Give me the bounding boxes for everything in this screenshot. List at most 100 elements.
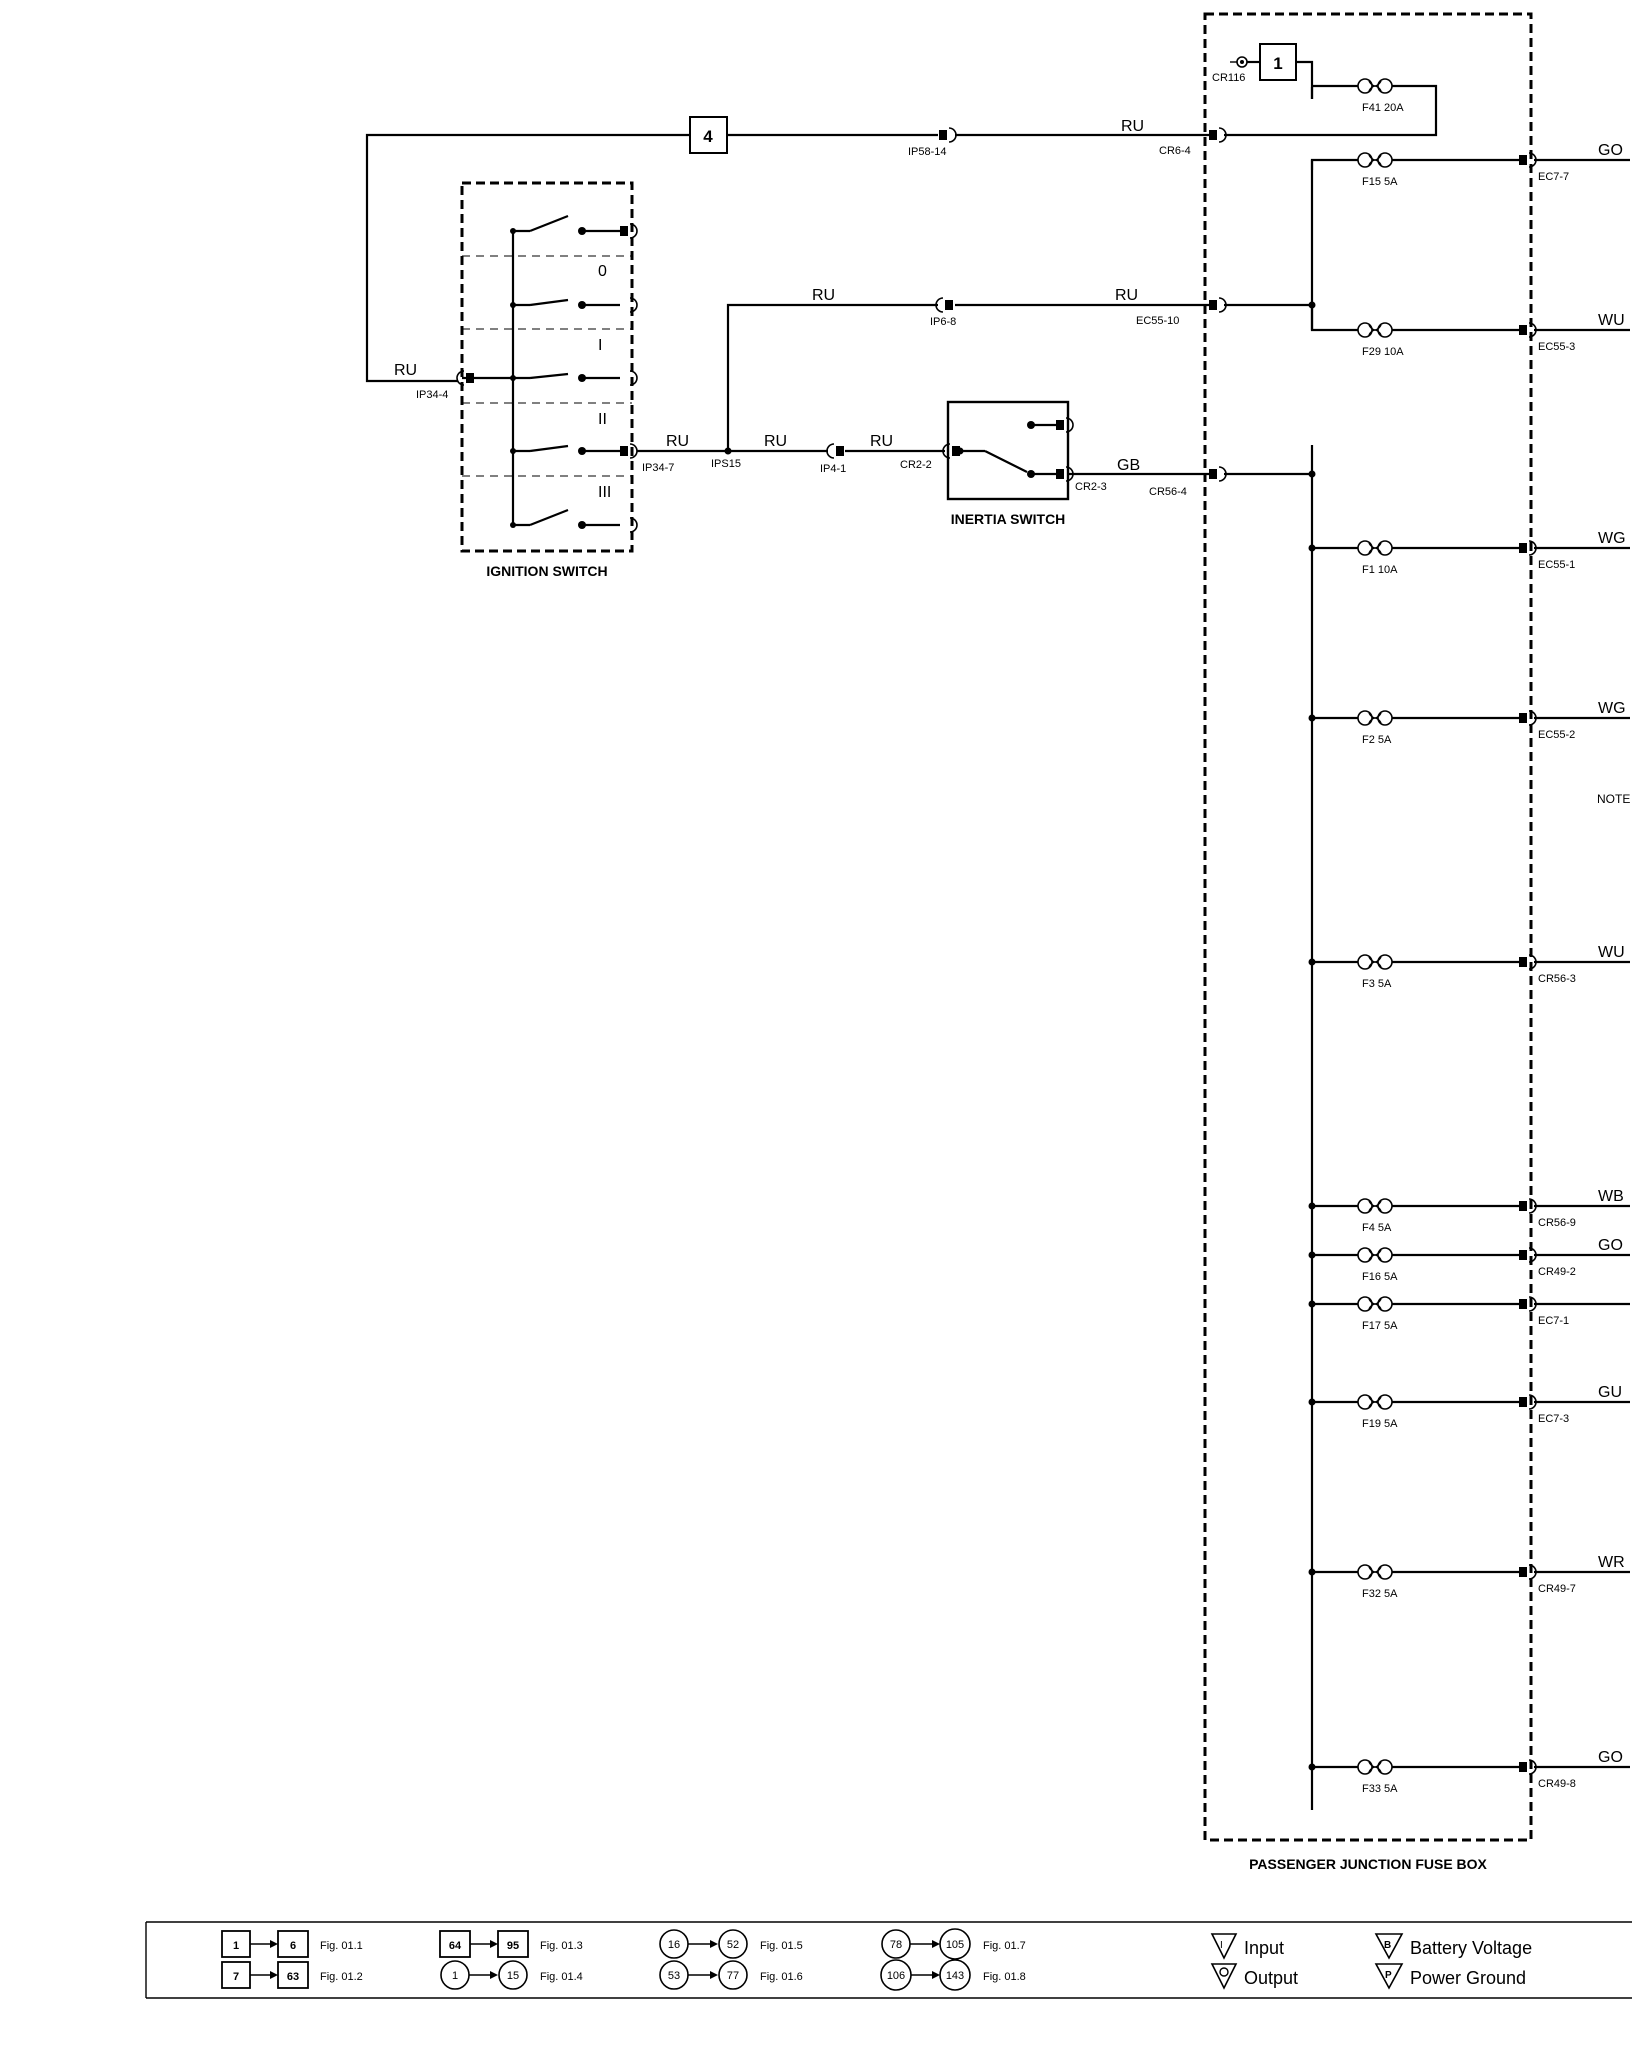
legend-output-text: Output <box>1244 1968 1298 1988</box>
fuses-6-output-text: CR56-9 <box>1538 1217 1576 1229</box>
legend-refs-7-b-text: 143 <box>946 1970 964 1982</box>
legend-power-ground: P Power Ground <box>1374 1963 1526 1990</box>
legend-ref-2: 7 63 Fig. 01.2 <box>221 1961 363 1989</box>
inertia-switch: INERTIA SWITCH CR2-2 CR2-3 GB CR56-4 <box>900 400 1227 527</box>
fuses-4-wire-text: WG <box>1598 700 1626 717</box>
svg-text:I: I <box>1220 1940 1223 1951</box>
legend-refs-2-b-text: 95 <box>507 1940 519 1952</box>
ignition-switch: 0 I II III IGNITION SWITCH IP34-4 <box>416 181 638 579</box>
legend-input: I Input <box>1210 1933 1284 1960</box>
legend-refs-4-fig-text: Fig. 01.5 <box>760 1940 803 1952</box>
fuses-11-wire-text: GO <box>1598 1749 1623 1766</box>
fuses-2-output-text: EC55-3 <box>1538 341 1575 353</box>
battery-voltage-icon <box>1374 1933 1404 1960</box>
legend-ref-6: 53 77 Fig. 01.6 <box>659 1960 803 1990</box>
fuse-f16: F16 5A CR49-2 GO <box>1308 1237 1630 1283</box>
legend-power-ground-text: Power Ground <box>1410 1968 1526 1988</box>
ignition-switch-label: IGNITION SWITCH <box>486 563 607 579</box>
connector-ip34-7: IP34-7 <box>642 462 674 474</box>
wire-label-top: RU <box>1121 118 1144 135</box>
legend-ref-1: 1 6 Fig. 01.1 <box>221 1930 363 1958</box>
fuses-10-wire-text: WR <box>1598 1554 1625 1571</box>
fuses-11-label-text: F33 5A <box>1362 1783 1398 1795</box>
connector-ips15: IPS15 <box>711 458 741 470</box>
legend-ref-4: 1 15 Fig. 01.4 <box>440 1960 583 1990</box>
connector-cr2-3: CR2-3 <box>1075 481 1107 493</box>
switch-pos-3: III <box>598 484 611 501</box>
fuses-6-wire-text: WB <box>1598 1188 1624 1205</box>
fuses-7-label-text: F16 5A <box>1362 1271 1398 1283</box>
legend-refs-4-a-text: 16 <box>668 1939 680 1951</box>
fuses-10-label-text: F32 5A <box>1362 1588 1398 1600</box>
fuse-f19: F19 5A EC7-3 GU <box>1308 1384 1630 1430</box>
legend-output: Output <box>1210 1963 1298 1990</box>
legend-refs-3-fig-text: Fig. 01.4 <box>540 1971 583 1983</box>
fuse-box-label: PASSENGER JUNCTION FUSE BOX <box>1249 1856 1487 1872</box>
connector-ip58-14: IP58-14 <box>908 146 947 158</box>
switch-pos-1: I <box>598 337 602 354</box>
fuses-7-output-text: CR49-2 <box>1538 1266 1576 1278</box>
wire-label-ec55-10: RU <box>1115 287 1138 304</box>
legend-refs-0-fig-text: Fig. 01.1 <box>320 1940 363 1952</box>
legend-refs-5-fig-text: Fig. 01.6 <box>760 1971 803 1983</box>
fuse-f2: F2 5A EC55-2 WG <box>1308 700 1630 746</box>
fuse-f1: F1 10A EC55-1 WG <box>1308 530 1630 576</box>
fuse-label-f41: F41 20A <box>1362 102 1404 114</box>
fuse-f3: F3 5A CR56-3 WU <box>1308 944 1630 990</box>
feed-wires: RU RU RU RU RU IP34-7 IPS15 IP4-1 IP6-8 … <box>637 287 1227 475</box>
connector-cr56-4: CR56-4 <box>1149 486 1187 498</box>
input-icon <box>1210 1933 1238 1960</box>
fuses-3-wire-text: WG <box>1598 530 1626 547</box>
fuses-1-wire-text: GO <box>1598 142 1623 159</box>
fuses-9-output-text: EC7-3 <box>1538 1413 1569 1425</box>
legend-ref-7: 78 105 Fig. 01.7 <box>881 1928 1026 1960</box>
legend-refs-1-fig-text: Fig. 01.2 <box>320 1971 363 1983</box>
fuse-f33: F33 5A CR49-8 GO <box>1308 1749 1630 1795</box>
legend-refs-3-a-text: 1 <box>452 1970 458 1982</box>
legend-refs-1-a-text: 7 <box>233 1971 239 1983</box>
connector-ip4-1: IP4-1 <box>820 463 846 475</box>
top-ref-wire: 4 RU IP58-14 CR6-4 RU <box>365 116 1227 383</box>
legend-battery-voltage-text: Battery Voltage <box>1410 1938 1532 1958</box>
fuses-2-wire-text: WU <box>1598 312 1625 329</box>
legend-ref-5: 16 52 Fig. 01.5 <box>659 1929 803 1959</box>
fuses-5-wire-text: WU <box>1598 944 1625 961</box>
wire-label-ip34-7: RU <box>666 433 689 450</box>
fuses-10-output-text: CR49-7 <box>1538 1583 1576 1595</box>
inertia-switch-label: INERTIA SWITCH <box>951 511 1066 527</box>
fuses-3-output-text: EC55-1 <box>1538 559 1575 571</box>
fuses-9-wire-text: GU <box>1598 1384 1622 1401</box>
connector-ip6-8: IP6-8 <box>930 316 956 328</box>
fuses-11-output-text: CR49-8 <box>1538 1778 1576 1790</box>
legend-refs-5-a-text: 53 <box>668 1970 680 1982</box>
fuses-4-label-text: F2 5A <box>1362 734 1392 746</box>
connector-ip34-4: IP34-4 <box>416 389 448 401</box>
connector-cr2-2: CR2-2 <box>900 459 932 471</box>
fuse-f29: F29 10A EC55-3 WU <box>1310 305 1630 358</box>
fuse-box: PASSENGER JUNCTION FUSE BOX 1 CR116 F41 … <box>1203 12 1630 1872</box>
legend-battery-voltage: B Battery Voltage <box>1374 1933 1532 1960</box>
switch-pos-2: II <box>598 411 607 428</box>
wire-label-ip4: RU <box>870 433 893 450</box>
legend-ref-3: 64 95 Fig. 01.3 <box>439 1930 583 1958</box>
fuses-9-label-text: F19 5A <box>1362 1418 1398 1430</box>
fuses-3-label-text: F1 10A <box>1362 564 1398 576</box>
wire-label-ip6: RU <box>812 287 835 304</box>
legend-refs-6-b-text: 105 <box>946 1939 964 1951</box>
fuse-f4: F4 5A CR56-9 WB <box>1308 1188 1630 1234</box>
legend-refs-1-b-text: 63 <box>287 1971 299 1983</box>
fuse-f15: F15 5A EC7-7 GO <box>1310 142 1630 188</box>
fuses-7-wire-text: GO <box>1598 1237 1623 1254</box>
wire-label-left: RU <box>394 362 417 379</box>
legend-refs-6-fig-text: Fig. 01.7 <box>983 1940 1026 1952</box>
ref-box-4: 4 <box>703 127 713 146</box>
legend-refs-5-b-text: 77 <box>727 1970 739 1982</box>
legend-refs-7-fig-text: Fig. 01.8 <box>983 1971 1026 1983</box>
legend: 1 6 Fig. 01.1 7 63 Fig. 01.2 64 95 Fig. … <box>145 1921 1632 1999</box>
legend-refs-0-b-text: 6 <box>290 1940 296 1952</box>
note-label: NOTE <box>1597 792 1630 806</box>
legend-refs-3-b-text: 15 <box>507 1970 519 1982</box>
fuses-2-label-text: F29 10A <box>1362 346 1404 358</box>
fuses-6-label-text: F4 5A <box>1362 1222 1392 1234</box>
svg-text:B: B <box>1384 1940 1391 1951</box>
